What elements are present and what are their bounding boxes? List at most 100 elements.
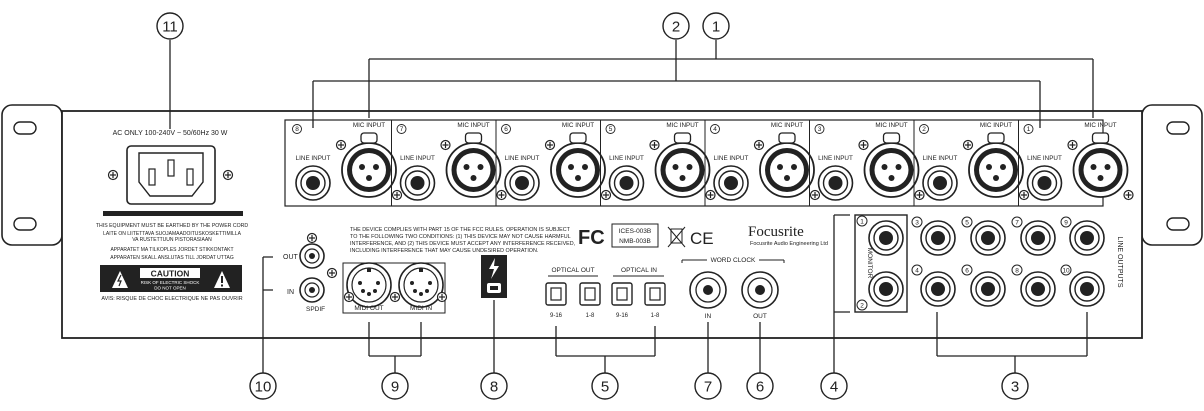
- line-output-number: 4: [915, 268, 919, 275]
- mic-input-xlr[interactable]: [1072, 142, 1129, 198]
- xlr-screw: [1123, 189, 1134, 201]
- callout-number: 11: [162, 19, 178, 36]
- callout-11: 11: [156, 12, 184, 40]
- callout-number: 2: [672, 19, 680, 36]
- line-output-9[interactable]: 9: [1060, 216, 1105, 256]
- line-input-jack[interactable]: [922, 165, 958, 201]
- xlr-latch-button[interactable]: [987, 132, 1005, 144]
- spdif-in-port[interactable]: [299, 277, 325, 303]
- line-output-8[interactable]: 8: [1011, 264, 1056, 307]
- callout-3: 3: [1001, 372, 1029, 400]
- optical-in-label: OPTICAL IN: [621, 267, 657, 274]
- line-input-jack[interactable]: [295, 165, 331, 201]
- optical-in-port-1-8[interactable]: [644, 282, 666, 306]
- brand-subtitle: Focusrite Audio Engineering Ltd: [750, 241, 828, 247]
- mic-input-xlr[interactable]: [968, 142, 1024, 198]
- callout-number: 7: [704, 379, 712, 396]
- mic-input-label: MIC INPUT: [457, 122, 489, 129]
- monitor-out-1-port[interactable]: [868, 220, 904, 256]
- xlr-latch-button[interactable]: [360, 132, 378, 144]
- callout-1: 1: [702, 12, 730, 40]
- line-input-label: LINE INPUT: [1027, 155, 1062, 162]
- line-input-jack[interactable]: [399, 165, 436, 201]
- rack-ear-left-slot-bottom: [13, 217, 37, 231]
- line-output-6[interactable]: 6: [961, 264, 1006, 307]
- xlr-latch-button[interactable]: [464, 132, 483, 144]
- xlr-latch-button[interactable]: [673, 132, 692, 144]
- xlr-screw: [705, 189, 716, 201]
- callout-5: 5: [591, 372, 619, 400]
- xlr-latch-button[interactable]: [569, 132, 587, 144]
- monitor-out-2-port[interactable]: [868, 271, 904, 307]
- mic-input-label: MIC INPUT: [771, 122, 803, 129]
- line-input-label: LINE INPUT: [923, 155, 958, 162]
- crossed-bin-icon: [667, 226, 686, 248]
- line-output-3[interactable]: 3: [911, 216, 956, 256]
- mic-input-xlr[interactable]: [759, 142, 815, 198]
- caution-title: CAUTION: [151, 269, 190, 279]
- line-input-jack[interactable]: [504, 165, 540, 201]
- spdif-in-label: IN: [287, 289, 294, 296]
- line-input-label: LINE INPUT: [714, 155, 749, 162]
- monitor-1-num: 1: [860, 219, 864, 226]
- xlr-screw: [391, 189, 403, 201]
- spdif-out-port[interactable]: [299, 243, 325, 269]
- wordclock-in-label: IN: [705, 313, 712, 320]
- swedish-note: APPARATEN SKALL ANSLUTAS TILL JORDAT UTT…: [110, 255, 234, 261]
- line-input-jack[interactable]: [1026, 165, 1063, 201]
- midi-out-port[interactable]: [346, 262, 392, 308]
- callout-number: 5: [601, 379, 609, 396]
- channel-number: 5: [609, 126, 613, 133]
- optical-out-port-1-8[interactable]: [579, 282, 601, 306]
- line-output-5[interactable]: 5: [961, 216, 1006, 256]
- line-input-jack[interactable]: [713, 165, 749, 201]
- mic-input-label: MIC INPUT: [562, 122, 594, 129]
- xlr-screw: [544, 139, 556, 151]
- line-output-7[interactable]: 7: [1011, 216, 1056, 256]
- monitor-2-marker: [856, 299, 868, 311]
- avis-note: AVIS: RISQUE DE CHOC ELECTRIQUE NE PAS O…: [101, 296, 242, 302]
- exclamation-triangle-icon: [214, 271, 230, 288]
- line-input-jack[interactable]: [608, 165, 645, 201]
- mic-input-xlr[interactable]: [654, 142, 711, 198]
- xlr-screw: [440, 139, 451, 151]
- wordclock-out-port[interactable]: [741, 271, 779, 309]
- midi-mid-screw: [389, 291, 401, 303]
- line-output-number: 5: [965, 220, 969, 227]
- callout-8: 8: [480, 372, 508, 400]
- mic-input-label: MIC INPUT: [666, 122, 698, 129]
- callout-leaders: [169, 40, 1094, 373]
- xlr-latch-button[interactable]: [778, 132, 796, 144]
- xlr-screw: [600, 189, 612, 201]
- caution-label: CAUTION RISK OF ELECTRIC SHOCK DO NOT OP…: [100, 265, 242, 292]
- mic-input-xlr[interactable]: [341, 142, 397, 198]
- thunderbolt-port-icon[interactable]: [487, 258, 501, 293]
- xlr-latch-button[interactable]: [882, 132, 901, 144]
- channel-number: 6: [504, 126, 508, 133]
- fcc-line-3: INTERFERENCE, AND (2) THIS DEVICE MUST A…: [350, 241, 576, 247]
- monitor-2-num: 2: [860, 303, 864, 310]
- mic-input-xlr[interactable]: [863, 142, 920, 198]
- optical-in-port-9-16[interactable]: [611, 282, 633, 306]
- rack-ear-right-slot-bottom: [1166, 217, 1190, 231]
- wordclock-in-port[interactable]: [689, 271, 727, 309]
- line-output-number: 7: [1015, 220, 1019, 227]
- mic-input-xlr[interactable]: [445, 142, 502, 198]
- spdif-label: SPDIF: [306, 306, 325, 313]
- optical-out-port-9-16[interactable]: [545, 282, 567, 306]
- ices-label: ICES-003B: [619, 228, 652, 235]
- midi-in-port[interactable]: [398, 262, 444, 308]
- channel-number: 2: [922, 126, 926, 133]
- xlr-latch-button[interactable]: [1091, 132, 1110, 144]
- channel-number: 4: [713, 126, 717, 133]
- callout-7: 7: [694, 372, 722, 400]
- power-socket-icon: [107, 145, 234, 205]
- line-output-10[interactable]: 10: [1060, 264, 1105, 307]
- line-input-jack[interactable]: [817, 165, 854, 201]
- mic-input-xlr[interactable]: [550, 142, 606, 198]
- line-output-4[interactable]: 4: [911, 264, 956, 307]
- line-output-number: 10: [1062, 268, 1070, 275]
- midi-out-screw: [343, 291, 355, 303]
